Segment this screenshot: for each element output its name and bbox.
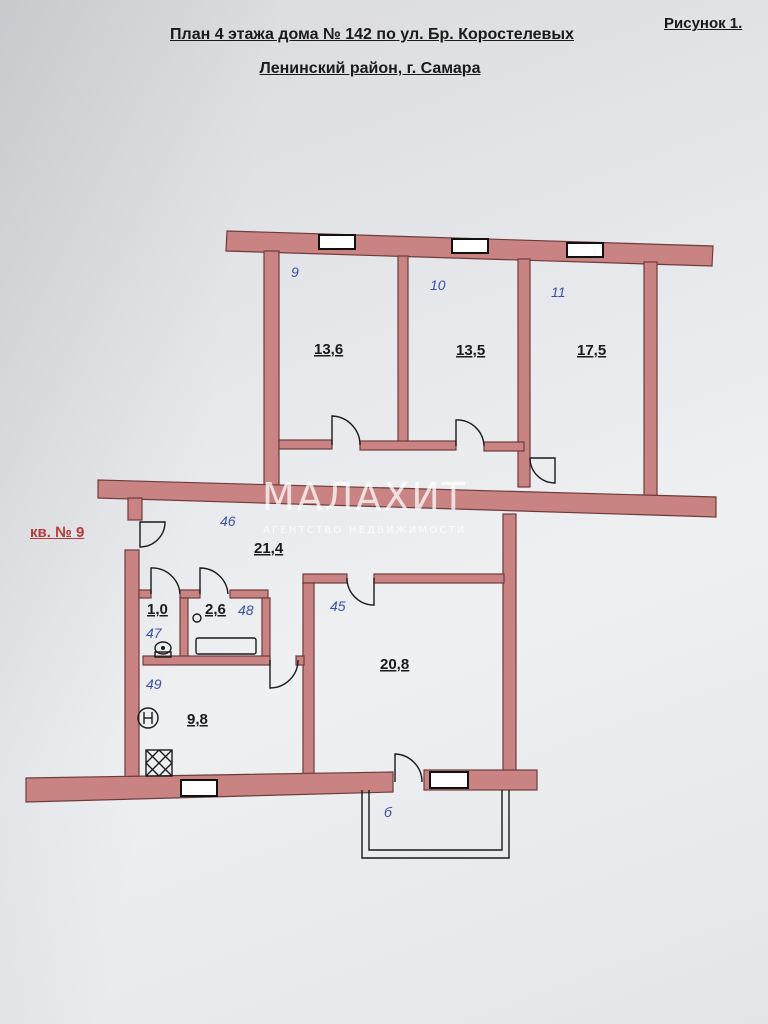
room-46-number: 46 [220, 513, 236, 529]
room-10-area: 13,5 [456, 342, 485, 359]
watermark: МАЛАХИТ АГЕНТСТВО НЕДВИЖИМОСТИ [262, 475, 467, 536]
room-10-number: 10 [430, 277, 446, 293]
balcony [361, 790, 510, 859]
balcony-outline-outer [361, 790, 510, 859]
room-49-area: 9,8 [187, 711, 208, 728]
door-bathroom [199, 567, 229, 595]
door-room-11 [529, 457, 556, 484]
room-45-area: 20,8 [380, 656, 409, 673]
wall-corridor-10 [483, 441, 525, 452]
balcony-outline-inner [368, 790, 503, 851]
door-room-9 [331, 415, 361, 446]
door-balcony [394, 753, 423, 783]
wall-corridor-mid [359, 440, 457, 451]
wall-corridor-9 [278, 439, 333, 450]
watermark-logo: МАЛАХИТ [262, 475, 467, 519]
window-room-11 [566, 242, 604, 258]
room-46-area: 21,4 [254, 540, 284, 557]
room-11-area: 17,5 [577, 342, 606, 359]
room-48-number: 48 [238, 602, 254, 618]
wall-wc-top-a [138, 589, 152, 599]
room-47-area: 1,0 [147, 601, 168, 618]
wall-left-upper [263, 250, 280, 487]
wall-wc-top-b [179, 589, 201, 599]
door-kitchen [269, 659, 299, 689]
plan-subtitle: Ленинский район, г. Самара [259, 60, 481, 77]
wall-right-lower [502, 513, 517, 773]
room-47-number: 47 [146, 625, 163, 641]
wall-wc-top-c [229, 589, 269, 599]
stove-icon [145, 749, 173, 777]
wall-partition-10-11 [517, 258, 531, 488]
room-45-number: 45 [330, 598, 346, 614]
room-9-area: 13,6 [314, 341, 343, 358]
wall-wc-divider [179, 597, 189, 665]
wall-middle-band [97, 479, 717, 518]
door-wc [150, 567, 181, 595]
bathtub-icon [195, 637, 257, 655]
room-48-area: 2,6 [205, 601, 226, 618]
wall-left-lower [124, 549, 140, 784]
balcony-label: б [384, 804, 393, 820]
wall-right-upper [643, 261, 658, 499]
sink-icon [192, 613, 202, 623]
room-11-number: 11 [551, 284, 566, 300]
watermark-subtitle: АГЕНТСТВО НЕДВИЖИМОСТИ [263, 525, 467, 536]
window-kitchen [180, 779, 218, 797]
fixtures [137, 613, 257, 777]
window-room-10 [451, 238, 489, 254]
door-entrance [139, 521, 166, 548]
room-labels: 9 13,6 10 13,5 11 17,5 46 21,4 1,0 47 2,… [146, 264, 606, 820]
wall-room45-top-a [302, 573, 348, 584]
windows [180, 234, 604, 797]
room-49-number: 49 [146, 676, 162, 692]
doors [139, 415, 556, 783]
wall-partition-9-10 [397, 255, 409, 443]
wall-kitchen-top-b [295, 655, 305, 666]
wall-stub-entry [127, 497, 143, 521]
room-9-number: 9 [291, 264, 299, 280]
figure-label: Рисунок 1. [664, 15, 743, 32]
window-room-45 [429, 771, 469, 789]
door-room-10 [455, 419, 485, 447]
apartment-label: кв. № 9 [30, 524, 85, 541]
wall-bath-right [261, 597, 271, 665]
wall-room45-left [302, 582, 315, 780]
plan-title: План 4 этажа дома № 142 по ул. Бр. Корос… [170, 26, 574, 43]
gas-meter-icon [137, 707, 159, 729]
window-room-9 [318, 234, 356, 250]
door-room-45 [346, 577, 375, 606]
wall-room45-top-b [373, 573, 505, 584]
toilet-icon [154, 641, 172, 658]
